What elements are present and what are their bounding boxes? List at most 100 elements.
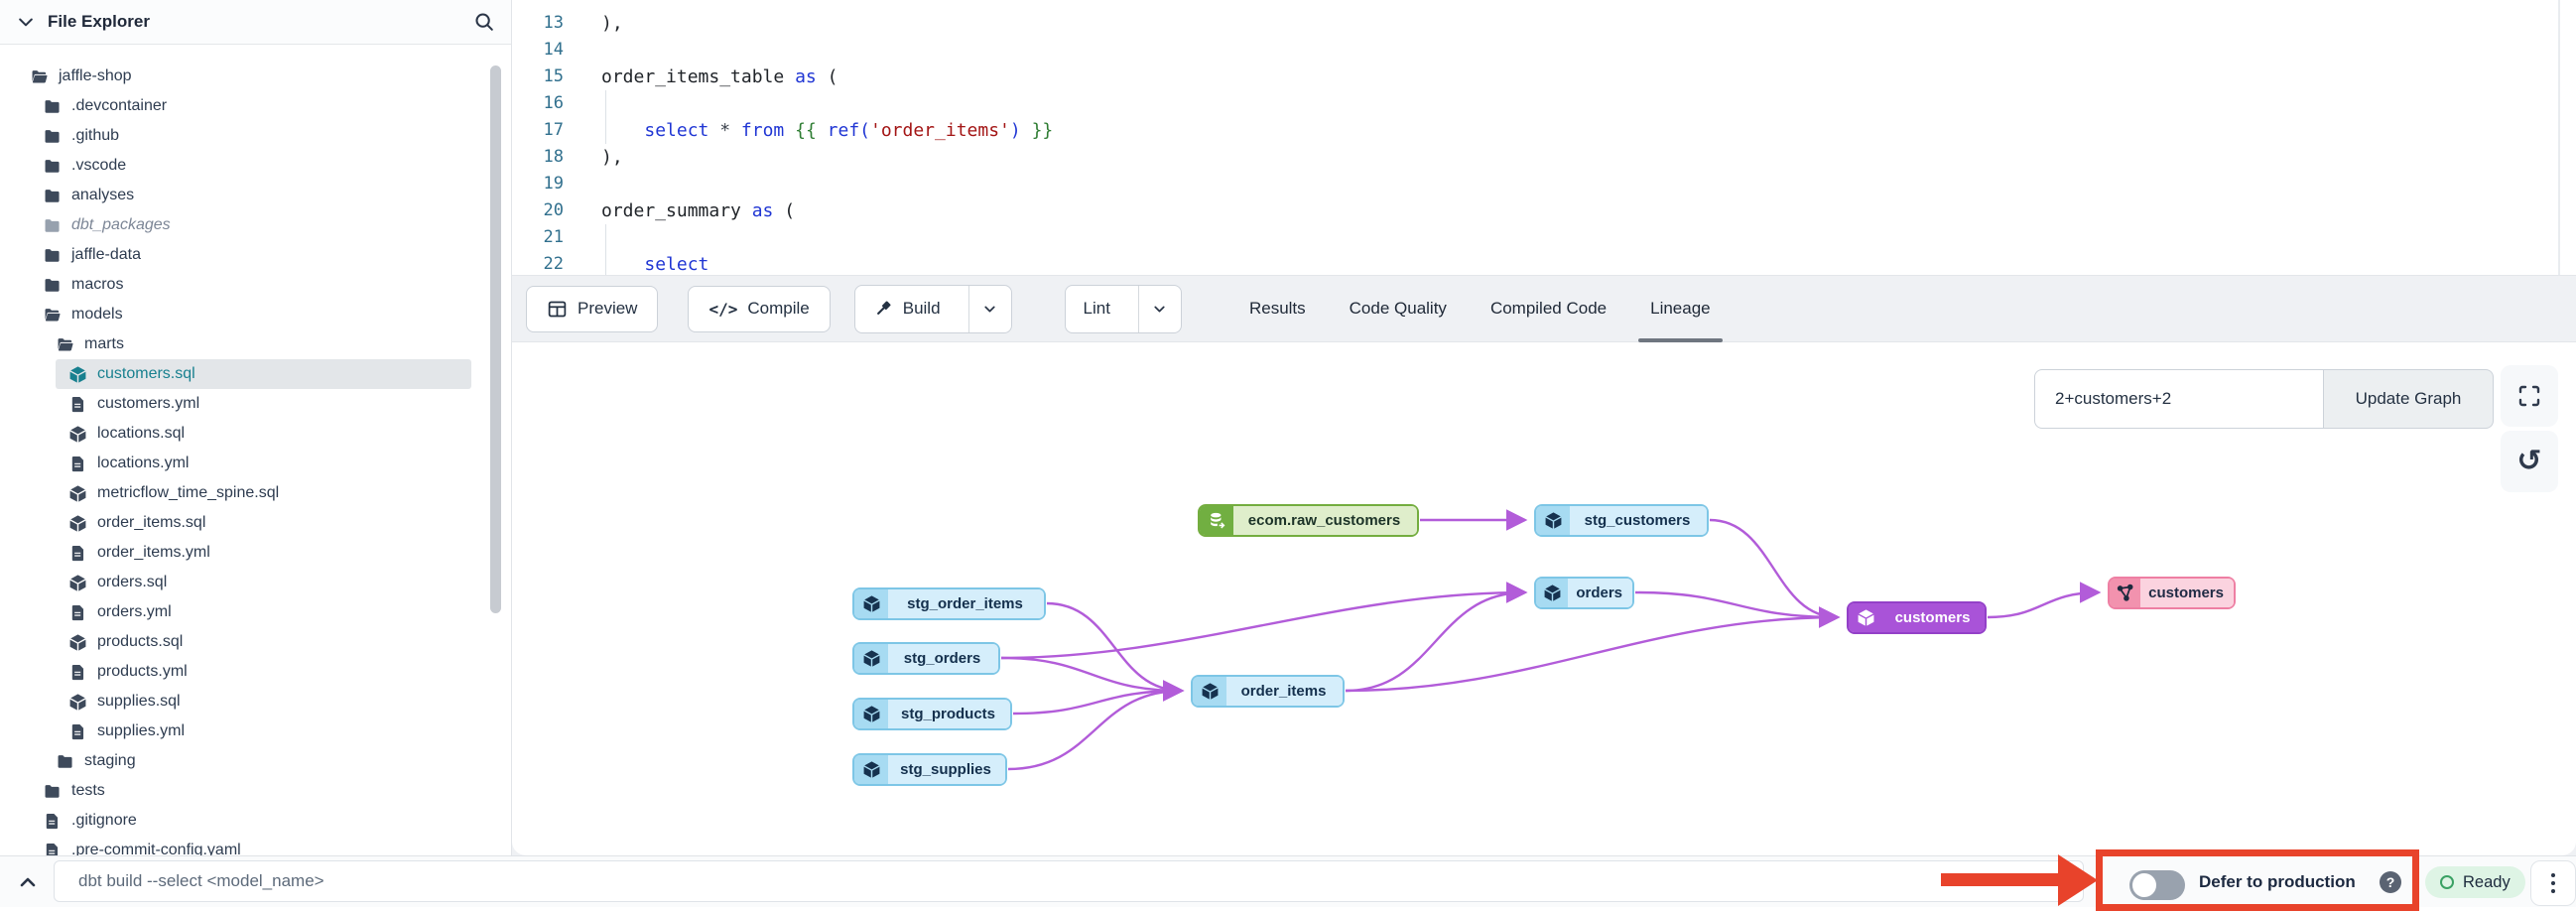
lineage-selector-input[interactable] [2034, 369, 2324, 429]
lint-dropdown-chevron[interactable] [1137, 285, 1181, 332]
ready-circle-icon [2440, 875, 2454, 889]
lineage-node-label: customers [1882, 603, 1985, 632]
chevron-up-icon[interactable] [16, 870, 40, 894]
line-number: 18 [543, 147, 564, 167]
code-line: 19 [512, 171, 2560, 197]
line-number: 21 [543, 227, 564, 247]
code-line: 16 [512, 90, 2560, 117]
doc-icon [68, 603, 87, 622]
chevron-down-icon[interactable] [16, 12, 36, 32]
folder-icon [43, 276, 62, 295]
lineage-node-order_items[interactable]: order_items [1191, 675, 1345, 708]
file-tree-item-label: .devcontainer [71, 97, 168, 114]
file-tree-item-supplies.sql[interactable]: supplies.sql [0, 687, 511, 716]
file-explorer-title: File Explorer [48, 12, 150, 31]
build-dropdown-chevron[interactable] [967, 285, 1011, 332]
file-tree-item-.devcontainer[interactable]: .devcontainer [0, 91, 511, 121]
file-tree-item-models[interactable]: models [0, 300, 511, 329]
kebab-menu-button[interactable] [2530, 860, 2576, 906]
file-tree-item-customers.sql[interactable]: customers.sql [56, 359, 471, 389]
file-tree-item-order-items.yml[interactable]: order_items.yml [0, 538, 511, 568]
update-graph-button[interactable]: Update Graph [2324, 369, 2494, 429]
sidebar-scrollbar-thumb[interactable] [490, 65, 501, 613]
file-tree-item-products.sql[interactable]: products.sql [0, 627, 511, 657]
file-tree-item-orders.sql[interactable]: orders.sql [0, 568, 511, 597]
file-tree-item-metricflow-time-spine.sql[interactable]: metricflow_time_spine.sql [0, 478, 511, 508]
lineage-node-customers[interactable]: customers [1847, 601, 1987, 634]
lineage-node-raw_customers[interactable]: ecom.raw_customers [1198, 504, 1419, 537]
model-cube-icon [854, 644, 888, 673]
file-tree-item-dbt-packages[interactable]: dbt_packages [0, 210, 511, 240]
defer-to-production-toggle[interactable] [2129, 870, 2185, 900]
build-split-button: Build [853, 284, 1012, 333]
file-explorer-header: File Explorer [0, 0, 511, 45]
file-tree-item-.gitignore[interactable]: .gitignore [0, 806, 511, 836]
file-tree-item-jaffle-data[interactable]: jaffle-data [0, 240, 511, 270]
fullscreen-button[interactable] [2501, 365, 2558, 427]
lint-button[interactable]: Lint [1083, 299, 1110, 318]
file-tree-item-locations.sql[interactable]: locations.sql [0, 419, 511, 449]
file-tree-item-.pre-commit-config.yaml[interactable]: .pre-commit-config.yaml [0, 836, 511, 855]
preview-button[interactable]: Preview [526, 285, 659, 332]
file-tree-item-label: order_items.sql [97, 514, 206, 531]
editor-scrollbar-track[interactable] [2558, 0, 2560, 275]
file-tree-item-analyses[interactable]: analyses [0, 181, 511, 210]
file-explorer-sidebar: File Explorer jaffle-shop .devcontainer .g… [0, 0, 512, 855]
folder-icon [43, 782, 62, 801]
compile-button[interactable]: </> Compile [688, 285, 831, 332]
file-tree-item-supplies.yml[interactable]: supplies.yml [0, 716, 511, 746]
help-icon[interactable]: ? [2380, 871, 2401, 893]
file-tree-item-label: metricflow_time_spine.sql [97, 484, 280, 501]
doc-icon [68, 455, 87, 473]
file-tree-item-order-items.sql[interactable]: order_items.sql [0, 508, 511, 538]
file-tree-item-orders.yml[interactable]: orders.yml [0, 597, 511, 627]
file-tree-item-customers.yml[interactable]: customers.yml [0, 389, 511, 419]
file-tree-item-macros[interactable]: macros [0, 270, 511, 300]
file-tree-item-label: .github [71, 127, 120, 144]
file-tree-item-label: tests [71, 782, 105, 799]
file-tree-item-label: customers.sql [97, 365, 195, 382]
file-tree-item-marts[interactable]: marts [0, 329, 511, 359]
folder-icon [43, 157, 62, 176]
lineage-node-stg_supplies[interactable]: stg_supplies [852, 753, 1007, 786]
reset-view-icon[interactable]: ↺ [2501, 431, 2558, 492]
lint-split-button: Lint [1064, 284, 1182, 333]
file-tree-item-locations.yml[interactable]: locations.yml [0, 449, 511, 478]
search-icon[interactable] [473, 11, 495, 33]
tab-lineage[interactable]: Lineage [1628, 276, 1733, 342]
lineage-node-orders[interactable]: orders [1534, 577, 1634, 609]
file-tree-item-label: .vscode [71, 157, 127, 174]
model-cube-icon [1536, 506, 1570, 535]
status-badge: Ready [2425, 866, 2525, 898]
lineage-node-stg_customers[interactable]: stg_customers [1534, 504, 1709, 537]
lineage-node-label: ecom.raw_customers [1233, 506, 1417, 535]
file-tree-item-staging[interactable]: staging [0, 746, 511, 776]
file-tree-item-jaffle-shop[interactable]: jaffle-shop [0, 62, 511, 91]
file-tree-item-.github[interactable]: .github [0, 121, 511, 151]
file-tree-item-products.yml[interactable]: products.yml [0, 657, 511, 687]
table-icon [547, 299, 568, 320]
fullscreen-icon [2517, 384, 2541, 408]
lineage-node-customers_semantic[interactable]: customers [2108, 577, 2236, 609]
model-icon [68, 514, 87, 533]
file-tree-item-.vscode[interactable]: .vscode [0, 151, 511, 181]
doc-icon [43, 812, 62, 831]
tab-code-quality[interactable]: Code Quality [1349, 299, 1447, 318]
folder-icon [43, 246, 62, 265]
build-button[interactable]: Build [855, 286, 959, 332]
lineage-node-stg_orders[interactable]: stg_orders [852, 642, 1000, 675]
tab-results[interactable]: Results [1248, 299, 1306, 318]
lineage-node-stg_products[interactable]: stg_products [852, 698, 1012, 730]
code-text: ), [601, 147, 623, 168]
lineage-node-stg_order_items[interactable]: stg_order_items [852, 587, 1046, 620]
dbt-command-input[interactable] [54, 860, 2084, 902]
model-cube-icon [1536, 579, 1569, 607]
tab-compiled-code[interactable]: Compiled Code [1489, 299, 1608, 318]
line-number: 16 [543, 93, 564, 113]
file-tree-item-tests[interactable]: tests [0, 776, 511, 806]
toggle-knob [2132, 873, 2156, 897]
